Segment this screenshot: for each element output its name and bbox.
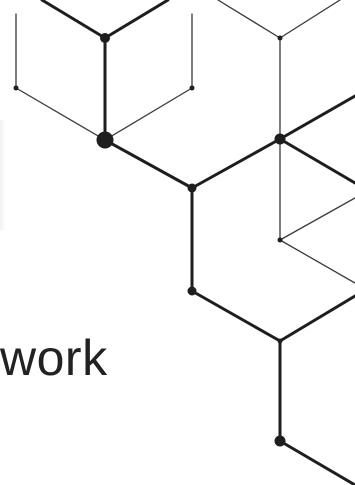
network-node xyxy=(190,86,195,91)
network-node xyxy=(97,132,114,149)
network-node xyxy=(275,134,286,145)
network-node xyxy=(275,436,286,447)
network-node xyxy=(188,184,197,193)
network-node xyxy=(14,86,19,91)
network-node xyxy=(100,33,110,43)
network-node xyxy=(278,36,283,41)
thin-edges xyxy=(16,0,355,283)
heavy-edges xyxy=(42,0,355,485)
network-node xyxy=(188,287,197,296)
network-node xyxy=(278,339,283,344)
heading-fragment: work xyxy=(0,333,108,383)
network-node xyxy=(278,238,283,243)
